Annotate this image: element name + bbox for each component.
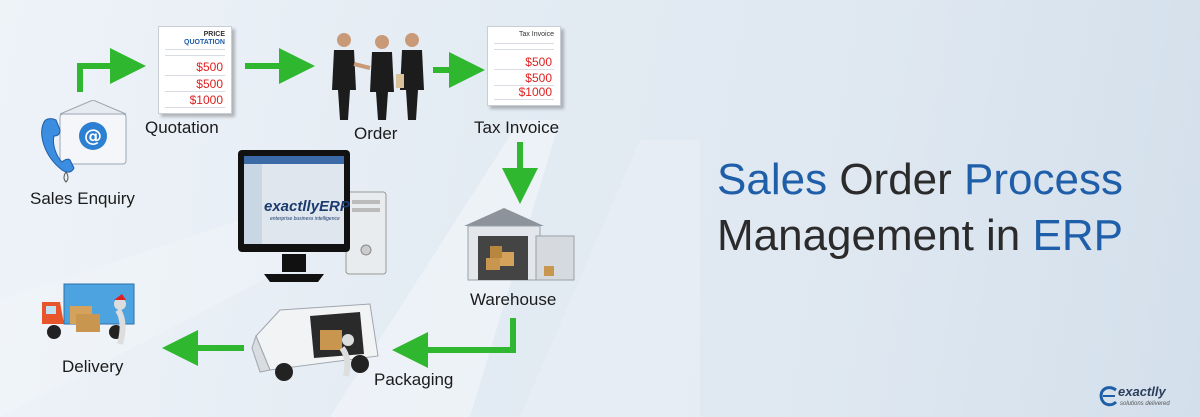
invoice-price-1: $500 [525, 55, 552, 69]
exactlly-footer-logo: exactlly solutions delivered [1098, 384, 1198, 414]
footer-brand: exactlly [1118, 384, 1166, 399]
title-word-order: Order [839, 155, 952, 204]
quotation-heading-2: QUOTATION [184, 39, 225, 46]
step-label-warehouse: Warehouse [470, 290, 557, 309]
title-word-process: Process [964, 155, 1123, 204]
exactlly-logo-icon [1099, 386, 1118, 407]
page-title: Sales Order Process Management in ERP [640, 152, 1200, 264]
quotation-document: PRICE QUOTATION $500 $500 $1000 [158, 26, 232, 114]
step-label-quotation: Quotation [145, 118, 219, 137]
erp-tagline: enterprise business intelligence [270, 216, 340, 222]
business-handshake-icon [330, 30, 430, 122]
step-label-order: Order [354, 124, 398, 143]
erp-computer-icon: exactllyERP enterprise business intellig… [238, 150, 388, 284]
svg-text:@: @ [84, 126, 102, 147]
invoice-price-2: $500 [525, 71, 552, 85]
warehouse-icon [460, 206, 578, 284]
step-label-packaging: Packaging [374, 370, 454, 389]
title-word-erp: ERP [1032, 211, 1123, 260]
quotation-price-1: $500 [196, 60, 223, 74]
packaging-van-icon [250, 296, 384, 388]
title-word-management-in: Management in [716, 211, 1021, 260]
title-word-sales: Sales [717, 155, 828, 204]
step-label-sales-enquiry: Sales Enquiry [30, 189, 135, 208]
invoice-price-3: $1000 [518, 85, 552, 99]
tax-invoice-document: Tax Invoice $500 $500 $1000 [487, 26, 561, 106]
step-label-tax-invoice: Tax Invoice [474, 118, 560, 137]
quotation-heading-1: PRICE [203, 31, 225, 38]
quotation-price-2: $500 [196, 77, 223, 91]
step-label-delivery: Delivery [62, 357, 124, 376]
arrow-warehouse-to-packaging [392, 318, 516, 368]
sales-enquiry-icon: @ [36, 99, 132, 184]
delivery-truck-icon [40, 280, 144, 350]
arrow-enquiry-to-quotation [77, 48, 146, 92]
erp-brand-logo: exactllyERP [264, 198, 350, 215]
footer-tagline: solutions delivered [1120, 401, 1170, 407]
invoice-heading: Tax Invoice [518, 31, 554, 38]
quotation-price-3: $1000 [189, 93, 223, 107]
